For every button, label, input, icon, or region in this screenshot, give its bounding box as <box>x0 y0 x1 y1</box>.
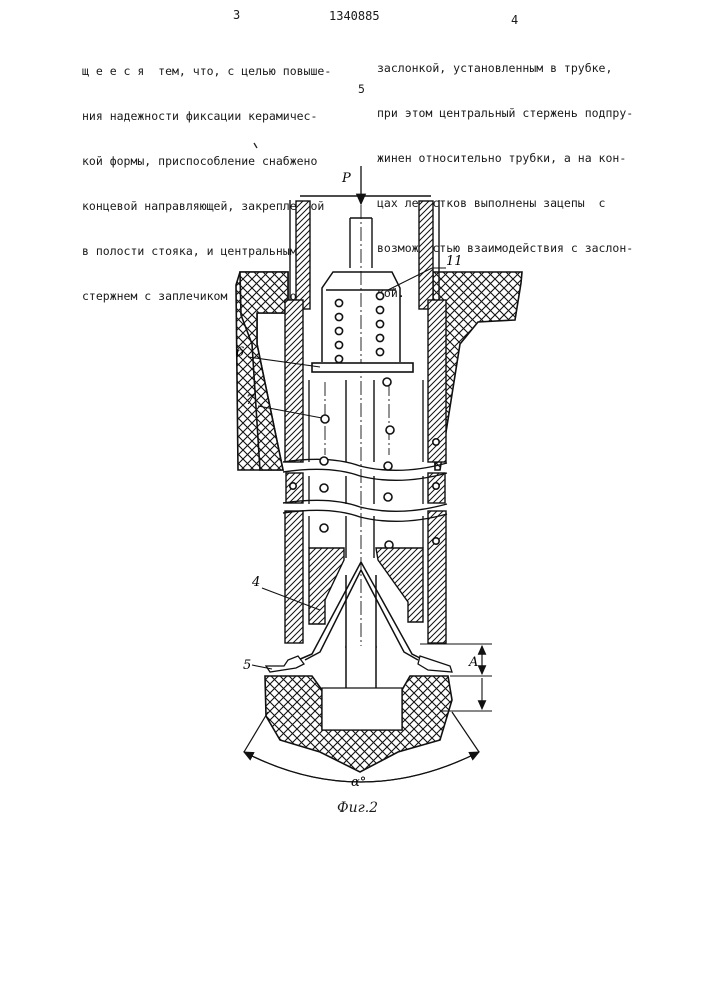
label-part-11: 11 <box>446 254 463 269</box>
mold-cavity <box>322 688 402 730</box>
shoulder-plate <box>312 363 413 372</box>
label-part-7: 7 <box>246 393 255 408</box>
label-part-6: 6 <box>236 345 244 360</box>
end-guide <box>309 548 423 624</box>
figure-caption: Фиг.2 <box>337 800 378 816</box>
label-part-5: 5 <box>243 658 251 673</box>
label-part-4: 4 <box>251 575 260 590</box>
label-angle: α° <box>351 775 366 790</box>
label-dim-a: A <box>468 655 478 670</box>
spring-coils <box>335 292 383 362</box>
label-force: P <box>341 171 351 186</box>
wire-coils <box>290 378 439 549</box>
